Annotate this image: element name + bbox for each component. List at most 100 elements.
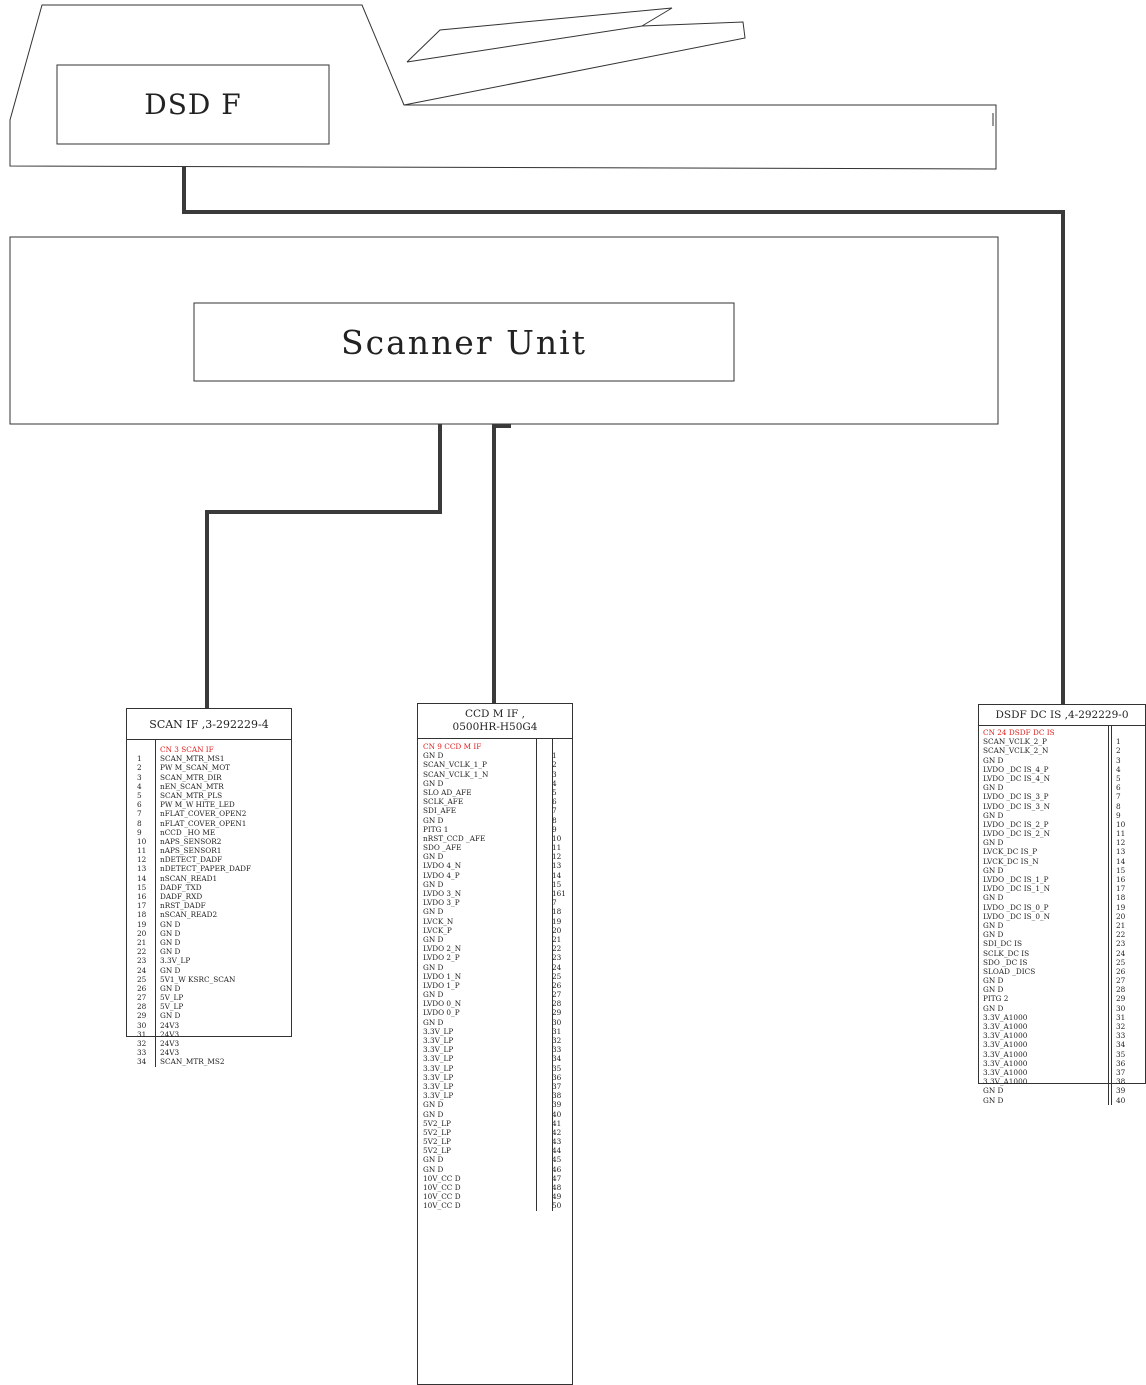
scan-if-header: SCAN IF ,3-292229-4 bbox=[127, 709, 291, 740]
pin-number: 17 bbox=[1116, 884, 1126, 894]
pin-number: 20 bbox=[552, 925, 562, 935]
pin-number: 43 bbox=[552, 1137, 562, 1147]
pin-number: 21 bbox=[1116, 920, 1126, 930]
pin-number: 34 bbox=[552, 1054, 562, 1064]
pin-number: 44 bbox=[552, 1146, 562, 1156]
pin-row: LVDO 1_N 25 bbox=[418, 972, 572, 981]
pin-number: 23 bbox=[1116, 939, 1126, 949]
dsdf-tray bbox=[403, 7, 746, 106]
pin-signal: GN D bbox=[160, 937, 181, 947]
pin-number: 12 bbox=[1116, 838, 1126, 848]
pin-number: 4 bbox=[1116, 764, 1121, 774]
pin-signal: GN D bbox=[160, 919, 181, 929]
pin-signal: LVDO _DC IS_2_P bbox=[983, 819, 1049, 829]
pin-signal: LVDO _DC IS_3_N bbox=[983, 801, 1051, 811]
pin-number: 14 bbox=[137, 873, 147, 883]
pin-signal: 3.3V_A1000 bbox=[983, 1012, 1028, 1022]
pin-signal: GN D bbox=[983, 920, 1004, 930]
pin-number: 15 bbox=[137, 882, 147, 892]
pin-number: 27 bbox=[1116, 976, 1126, 986]
pin-number: 13 bbox=[552, 861, 562, 871]
pin-signal: nFLAT_COVER_OPEN1 bbox=[160, 818, 247, 828]
pin-number: 49 bbox=[552, 1192, 562, 1202]
pin-signal: GN D bbox=[983, 976, 1004, 986]
pin-signal: nRST_DADF bbox=[160, 901, 206, 911]
pin-signal: LVDO 1_P bbox=[423, 980, 460, 990]
pin-number: 38 bbox=[552, 1091, 562, 1101]
pin-number: 19 bbox=[1116, 902, 1126, 912]
pin-signal: GN D bbox=[160, 983, 181, 993]
pin-number: 45 bbox=[552, 1155, 562, 1165]
pin-signal: GN D bbox=[423, 1109, 444, 1119]
pin-number: 11 bbox=[1116, 829, 1126, 839]
cn-label: CN 24 DSDF DC IS bbox=[983, 728, 1055, 737]
pin-number: 41 bbox=[552, 1118, 562, 1128]
pin-number: 26 bbox=[137, 983, 147, 993]
pin-number: 13 bbox=[1116, 847, 1126, 857]
pin-signal: LVDO _DC IS_1_P bbox=[983, 875, 1049, 884]
pin-signal: nFLAT_COVER_OPEN2 bbox=[160, 809, 247, 819]
pin-signal: GN D bbox=[423, 907, 444, 917]
pin-number: 27 bbox=[137, 993, 147, 1003]
pin-signal: SCAN_VCLK_2_N bbox=[983, 746, 1049, 756]
pin-number: 32 bbox=[552, 1036, 562, 1045]
pin-number: 16 bbox=[1116, 875, 1126, 884]
pin-number: 10 bbox=[552, 833, 562, 843]
pin-signal: 3.3V_LP bbox=[160, 956, 191, 966]
pin-number: 6 bbox=[1116, 783, 1121, 793]
pin-signal: GN D bbox=[423, 1164, 444, 1174]
pin-number: 19 bbox=[552, 916, 562, 926]
pin-number: 34 bbox=[1116, 1040, 1126, 1050]
pin-signal: LVDO 1_N bbox=[423, 971, 462, 981]
pin-signal: 3.3V_A1000 bbox=[983, 1049, 1028, 1059]
pin-signal: 10V_CC D bbox=[423, 1183, 461, 1192]
wire-scanner-to-scan-if bbox=[205, 424, 442, 710]
pin-number: 14 bbox=[1116, 856, 1126, 866]
pin-signal: SLO AD_AFE bbox=[423, 787, 472, 797]
pin-number: 22 bbox=[1116, 930, 1126, 940]
pin-number: 8 bbox=[552, 815, 557, 825]
pin-number: 1 bbox=[552, 751, 557, 761]
pin-signal: 3.3V_A1000 bbox=[983, 1031, 1028, 1041]
pin-number: 20 bbox=[1116, 911, 1126, 921]
pin-signal: GN D bbox=[423, 1155, 444, 1165]
pin-signal: GN D bbox=[983, 893, 1004, 903]
pin-number: 31 bbox=[1116, 1012, 1126, 1022]
pin-number: 25 bbox=[552, 971, 562, 981]
pin-number: 46 bbox=[552, 1164, 562, 1174]
pin-number: 2 bbox=[137, 763, 142, 773]
scanner-label-box bbox=[193, 302, 735, 382]
wire-scanner-to-ccdm bbox=[492, 424, 511, 704]
